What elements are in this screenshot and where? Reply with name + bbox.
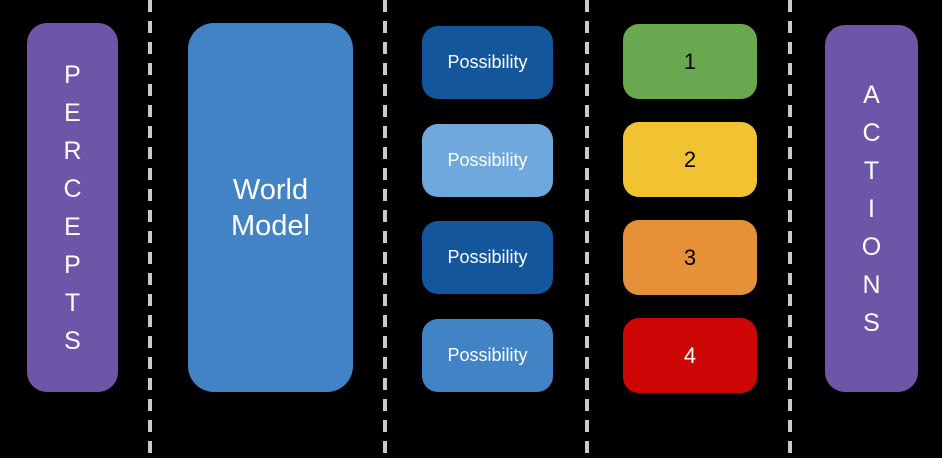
actions-box: A C T I O N S [825, 25, 918, 392]
percepts-letter: S [64, 326, 81, 355]
actions-letter: A [863, 80, 880, 109]
actions-letter: I [868, 194, 875, 223]
possibility-box-2: Possibility [422, 124, 553, 197]
percepts-letter: P [64, 250, 81, 279]
percepts-letter: E [64, 212, 81, 241]
percepts-letter: E [64, 98, 81, 127]
ranking-box-2: 2 [623, 122, 757, 197]
ranking-box-4: 4 [623, 318, 757, 393]
percepts-letter: C [63, 174, 82, 203]
actions-letter: O [861, 232, 882, 261]
ranking-box-3: 3 [623, 220, 757, 295]
actions-letter: S [863, 308, 880, 337]
percepts-letter: P [64, 60, 81, 89]
actions-letter: T [863, 156, 880, 185]
divider-line-4 [788, 0, 792, 458]
actions-letter: N [862, 270, 881, 299]
actions-letter: C [862, 118, 881, 147]
possibility-box-3: Possibility [422, 221, 553, 294]
possibility-box-4: Possibility [422, 319, 553, 392]
divider-line-1 [148, 0, 152, 458]
ranking-box-1: 1 [623, 24, 757, 99]
percepts-box: P E R C E P T S [27, 23, 118, 392]
divider-line-3 [585, 0, 589, 458]
percepts-letter: R [63, 136, 82, 165]
world-model-box: World Model [188, 23, 353, 392]
possibility-box-1: Possibility [422, 26, 553, 99]
percepts-letter: T [64, 288, 81, 317]
divider-line-2 [383, 0, 387, 458]
